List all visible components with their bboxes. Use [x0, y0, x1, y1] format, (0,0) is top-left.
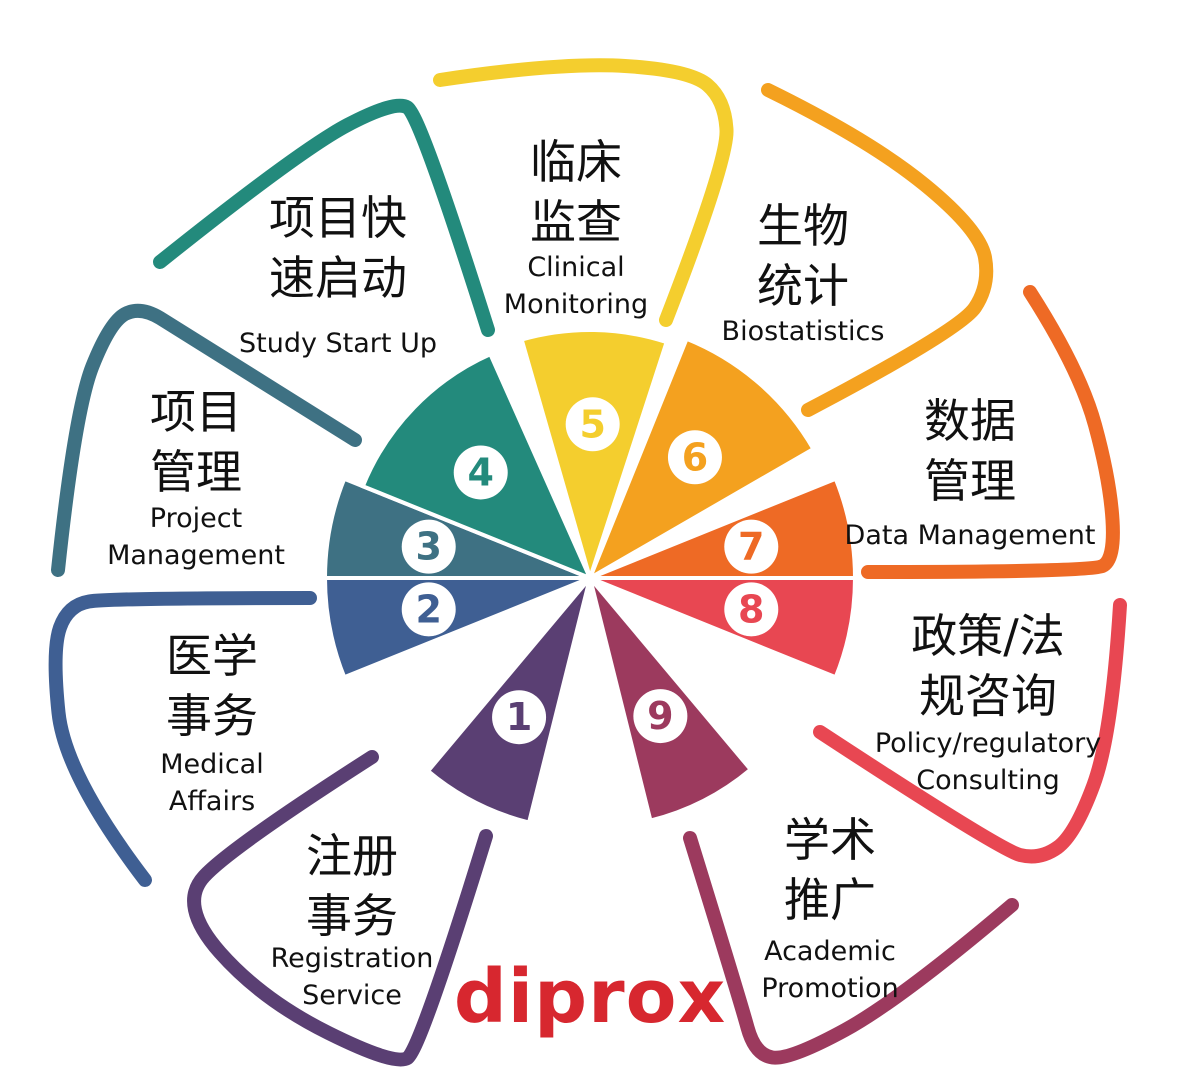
wedge-8: 8 [589, 576, 858, 680]
label-en-5-2: Monitoring [504, 289, 648, 320]
label-cn-1-2: 事务 [306, 889, 398, 943]
wedge-shape-5 [519, 328, 670, 585]
inner-wheel: 1 2 34 5 6 7 8 9 [322, 328, 858, 825]
label-cn-2-1: 医学 [166, 629, 258, 683]
outer-arc-6 [761, 83, 994, 417]
segment-labels: 注册事务RegistrationService医学事务MedicalAffair… [107, 135, 1101, 1011]
wedge-5: 5 [519, 328, 670, 585]
wedge-2: 2 [322, 576, 591, 680]
outer-arcs [48, 58, 1127, 1067]
label-en-3-2: Management [107, 540, 285, 571]
label-cn-3-1: 项目 [150, 385, 242, 439]
label-en-2-1: Medical [160, 749, 263, 780]
outer-arc-2 [48, 591, 317, 887]
label-en-9-2: Promotion [761, 973, 898, 1004]
label-en-9-1: Academic [764, 936, 896, 967]
label-cn-8-1: 政策/法 [911, 609, 1065, 663]
label-cn-6-1: 生物 [757, 199, 849, 253]
segment-number-7: 7 [738, 525, 764, 569]
label-en-2-2: Affairs [169, 786, 255, 817]
label-en-5-1: Clinical [527, 252, 624, 283]
label-en-3-1: Project [150, 503, 242, 534]
wedge-9: 9 [588, 576, 754, 823]
label-cn-9-1: 学术 [784, 813, 876, 867]
outer-arc-9 [683, 831, 1019, 1065]
label-cn-9-2: 推广 [784, 873, 876, 927]
number-badge-8 [724, 582, 779, 637]
wedge-1: 1 [425, 576, 592, 825]
label-cn-4-2: 速启动 [269, 251, 407, 305]
number-badge-2 [401, 582, 456, 637]
outer-arc-5 [433, 58, 734, 327]
number-badge-4 [453, 445, 508, 500]
label-cn-7-1: 数据 [924, 394, 1016, 448]
segment-number-9: 9 [647, 694, 673, 738]
segment-number-5: 5 [579, 402, 605, 446]
number-badge-3 [401, 519, 456, 574]
label-en-1-2: Service [302, 980, 402, 1011]
label-cn-8-2: 规咨询 [919, 669, 1057, 723]
wedge-shape-8 [589, 576, 858, 680]
segment-number-3: 3 [415, 525, 441, 569]
label-en-7-1: Data Management [845, 520, 1096, 551]
label-en-8-2: Consulting [916, 765, 1060, 796]
outer-arc-8 [813, 598, 1127, 864]
label-en-4-1: Study Start Up [239, 328, 437, 359]
number-badge-9 [633, 689, 688, 744]
segment-number-6: 6 [682, 435, 708, 479]
label-cn-7-2: 管理 [924, 454, 1016, 508]
label-cn-3-2: 管理 [150, 445, 242, 499]
segment-number-2: 2 [415, 587, 441, 631]
outer-arc-1 [187, 750, 493, 1067]
label-cn-5-1: 临床 [530, 135, 622, 189]
label-en-8-1: Policy/regulatory [875, 728, 1101, 759]
outer-arc-7 [861, 285, 1120, 579]
label-en-6-1: Biostatistics [722, 316, 885, 347]
outer-arc-4 [153, 98, 495, 337]
label-cn-6-2: 统计 [757, 259, 849, 313]
label-en-1-1: Registration [271, 943, 434, 974]
number-badge-1 [492, 690, 547, 745]
wedge-4: 4 [360, 351, 594, 582]
label-cn-2-2: 事务 [166, 689, 258, 743]
number-badge-6 [667, 430, 722, 485]
outer-arc-3 [51, 303, 362, 577]
diprox-logo: diprox [454, 954, 726, 1040]
label-cn-4-1: 项目快 [269, 191, 407, 245]
segment-number-1: 1 [506, 695, 532, 739]
wedge-6: 6 [585, 336, 817, 583]
number-badge-7 [724, 519, 779, 574]
segment-number-4: 4 [468, 450, 494, 494]
number-badge-5 [565, 397, 620, 452]
segment-number-8: 8 [738, 587, 764, 631]
label-cn-5-2: 监查 [530, 195, 622, 249]
label-cn-1-1: 注册 [306, 829, 398, 883]
